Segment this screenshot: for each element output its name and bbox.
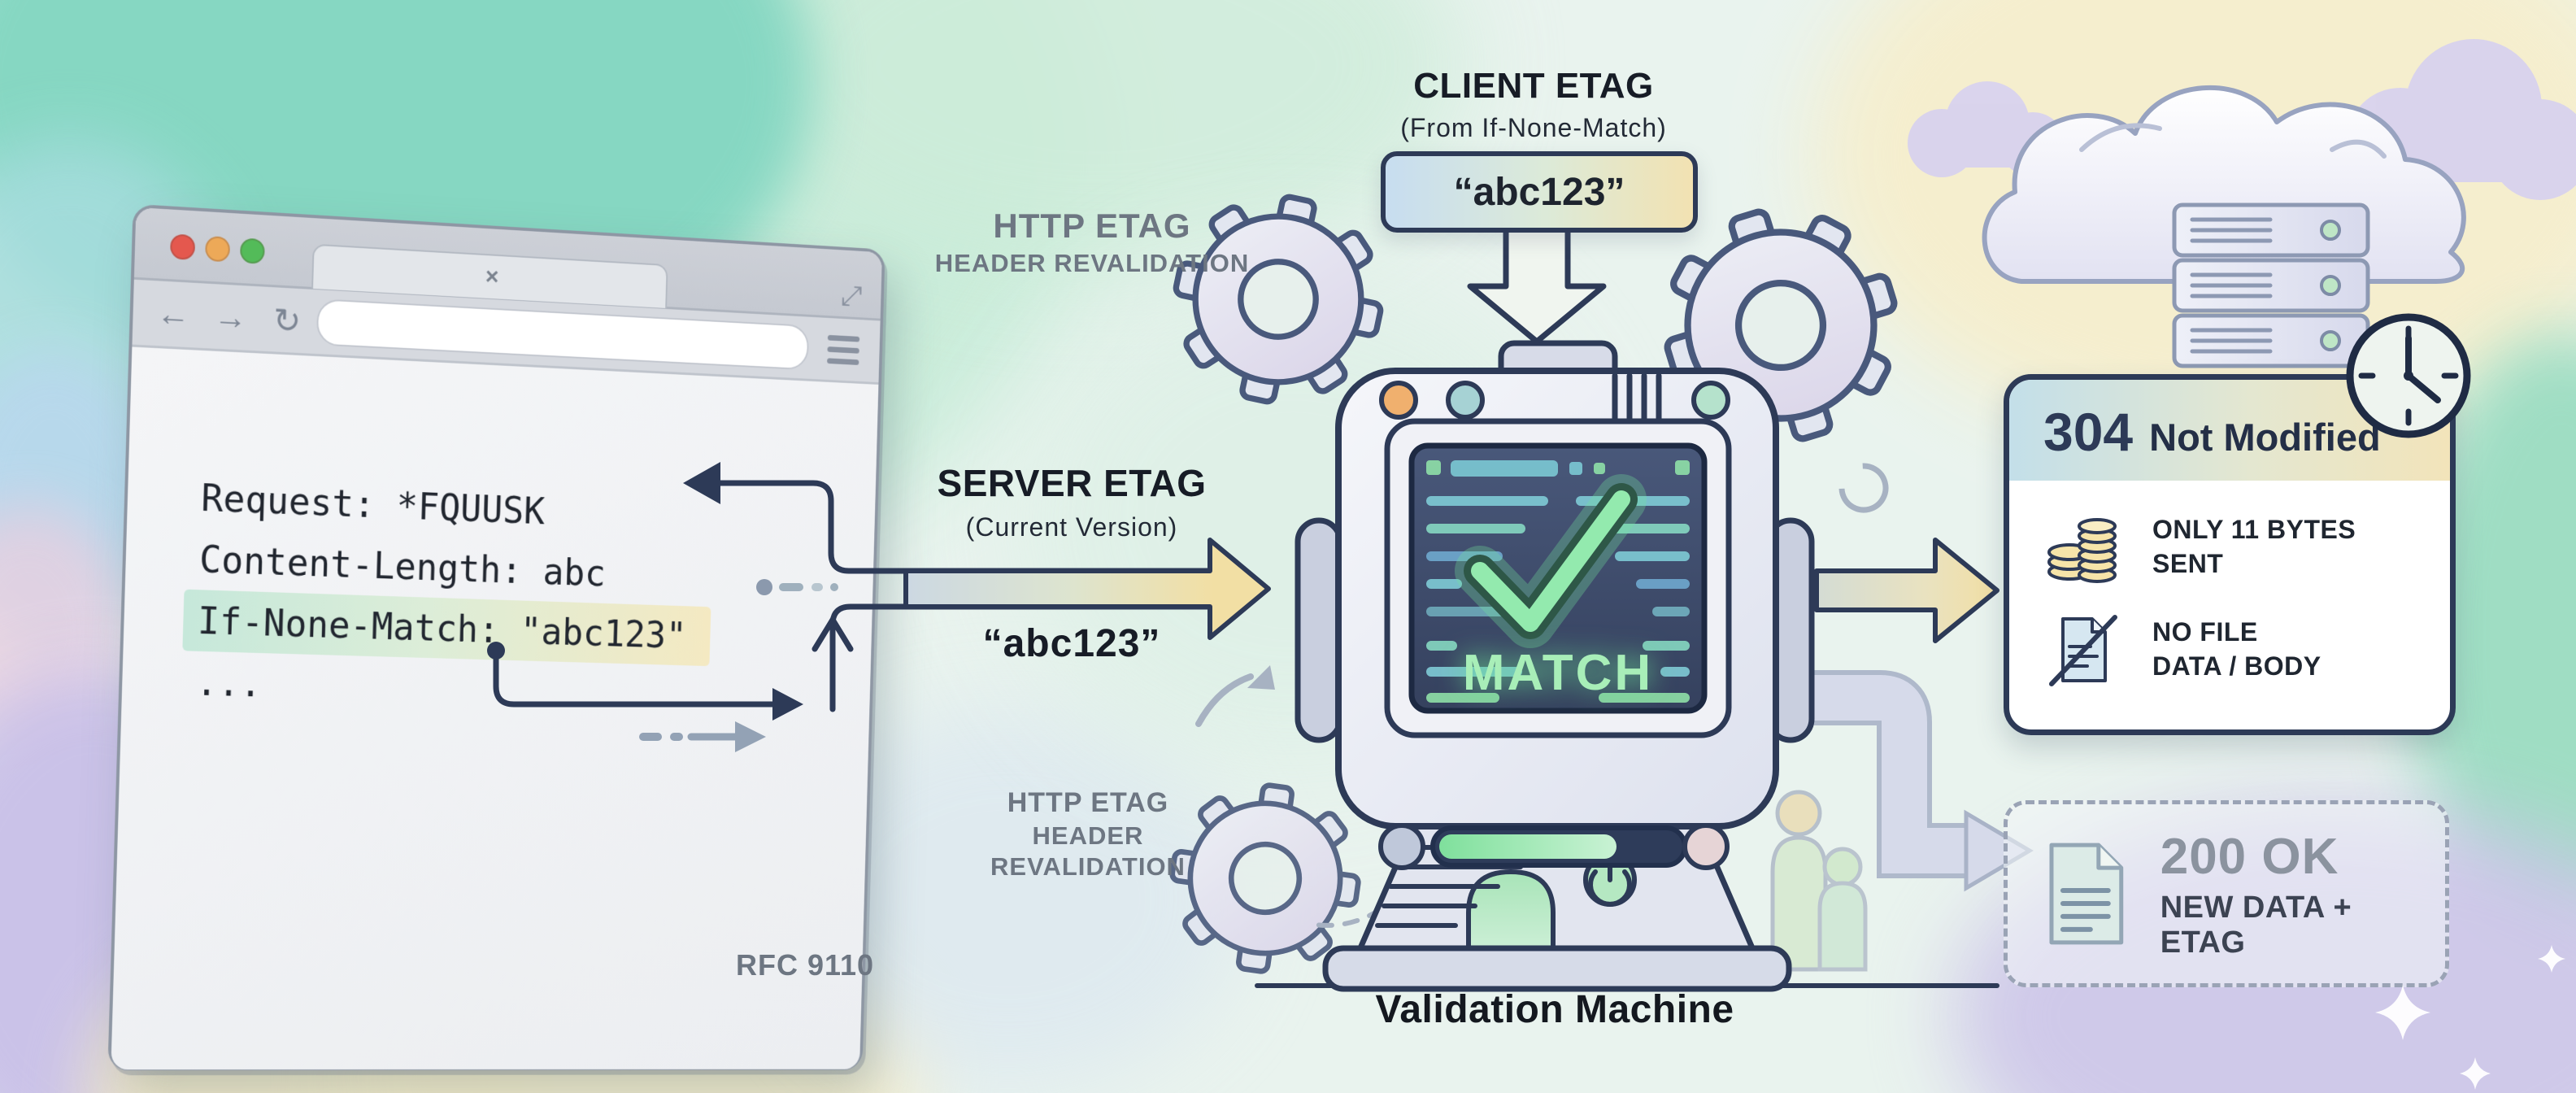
machine-knob-right [1682,823,1730,870]
server-etag-label: SERVER ETAG (Current Version) [937,462,1207,542]
progress-fill [1439,834,1617,859]
coins-icon [2047,518,2117,583]
benefit-row-bytes: ONLY 11 BYTES SENT [2045,508,2426,586]
server-etag-arrow [903,538,1271,640]
server-rack-icon [2172,202,2370,368]
client-etag-down-arrow [1467,223,1607,345]
file-icon [2049,843,2124,945]
http-etag-title-top: HTTP ETAG HEADER REVALIDATION [934,207,1250,277]
pedestal-arch [1466,869,1556,952]
status-code-200: 200 OK [2160,828,2339,885]
machine-knob-left [1378,823,1425,870]
rfc-label: RFC 9110 [735,948,875,982]
validation-machine-illustration: MATCH [1295,340,1815,992]
machine-label: Validation Machine [1375,988,1734,1031]
client-etag-value-box: “abc123” [1381,151,1698,233]
gray-curl-arrow [1195,665,1275,727]
ghost-figures [1770,790,1868,972]
arrow-client-etag-path [487,642,803,721]
http-etag-title-bottom: HTTP ETAG HEADER REVALIDATION [990,787,1186,882]
arrow-machine-to-304 [1814,538,1999,643]
indicator-dot-teal [1446,381,1485,420]
decor-open-circle [1838,463,1889,513]
response-200-card: 200 OK NEW DATA + ETAG [2004,800,2449,987]
speaker-grille-icon [1612,372,1662,425]
machine-base [1322,945,1792,992]
indicator-dot-orange [1379,381,1418,420]
status-subtitle-200: NEW DATA + ETAG [2160,890,2352,960]
arrowhead-left [683,462,720,504]
client-etag-label: CLIENT ETAG (From If-None-Match) [1400,66,1667,142]
clock-icon [2346,313,2471,438]
dashed-gray-arrow [639,721,766,752]
benefit-row-nobody: NO FILE DATA / BODY [2045,611,2426,689]
server-etag-value: “abc123” [982,622,1161,665]
pipe-arrow-to-200 [1756,670,2034,892]
machine-match-text: MATCH [1463,645,1653,701]
status-code: 304 [2043,402,2134,462]
arrow-server-to-request [717,480,1212,712]
checkmark-icon [1455,474,1647,648]
no-file-icon [2049,615,2117,686]
indicator-dot-mint [1691,381,1730,420]
sparkle-icon [2375,945,2565,1090]
status-text: Not Modified [2149,416,2381,459]
etag-connector-dots [756,579,838,595]
